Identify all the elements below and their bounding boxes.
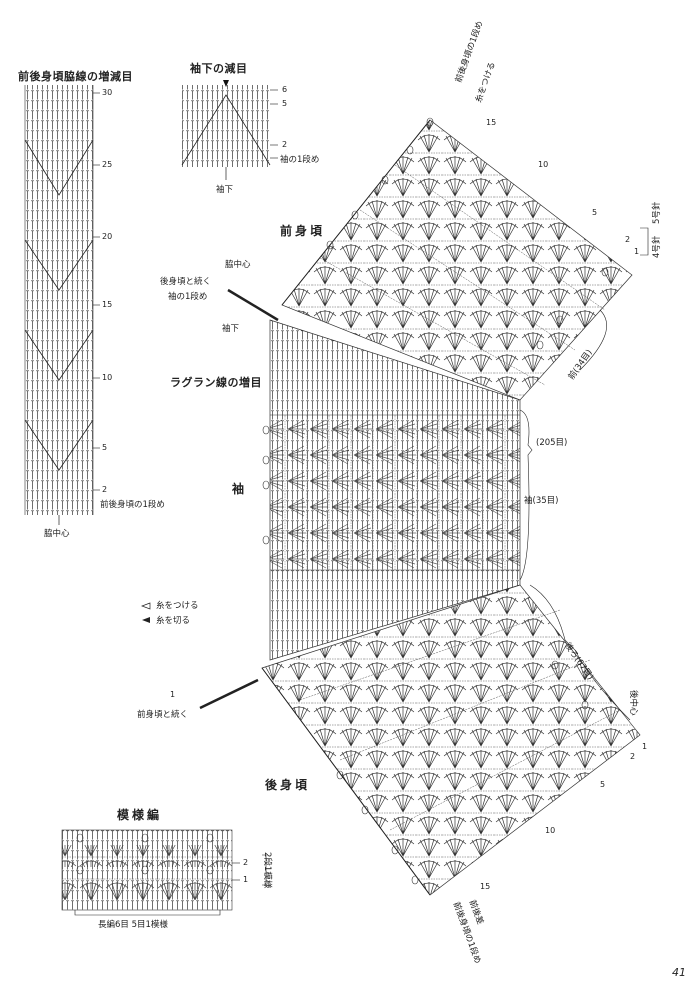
front-sleeve-row1-label: 袖の1段め [168,292,208,302]
back-row-1: 1 [170,690,176,699]
back-center-label: 後中心 [628,690,638,716]
side-row-marker: 20 [102,232,113,241]
sleeve-under-row-marker: 6 [282,85,288,94]
back-row-15: 15 [480,882,491,891]
sleeve-chart [262,319,533,661]
side-shaping-chart [24,85,100,525]
sleeve-under-bottom-note: 袖の1段め [280,155,320,165]
front-row-1: 1 [634,247,640,256]
back-body-chart [199,584,641,896]
side-row-marker: 5 [102,443,108,452]
front-under-sleeve-label: 袖下 [222,324,240,334]
back-body-title: 後身頃 [265,778,311,792]
needle-label-1: 5号針 [652,201,662,224]
front-side-center-label: 脇中心 [225,260,251,270]
side-row-marker: 25 [102,160,113,169]
sleeve-under-center-label: 袖下 [216,185,234,195]
sleeve-count-35: 袖(35目) [524,496,559,506]
sleeve-count-205: (205目) [536,438,568,448]
side-row-marker: 10 [102,373,113,382]
side-row-marker: 30 [102,88,113,97]
front-body-chart [227,117,633,401]
side-row-marker: 2 [102,485,108,494]
legend-attach-label: 糸をつける [156,601,199,611]
legend-symbols [141,602,151,623]
raglan-title: ラグラン線の増目 [170,376,262,389]
front-continue-back-label: 後身頃と続く [160,277,212,287]
side-row-marker: 15 [102,300,113,309]
sleeve-under-chart [181,80,278,180]
pattern-chart [61,829,267,916]
back-row-1b: 1 [642,742,648,751]
side-bottom-note: 前後身頃の1段め [100,500,165,510]
back-row-2: 2 [630,752,636,761]
pattern-title: 模様編 [117,808,163,822]
side-center-label: 脇中心 [44,529,70,539]
sleeve-under-row-marker: 5 [282,99,288,108]
back-row-10: 10 [545,826,556,835]
front-row-15: 15 [486,118,497,127]
front-row-5: 5 [592,208,598,217]
pattern-row-2: 2 [243,858,249,867]
sleeve-under-title: 袖下の減目 [190,62,248,75]
front-row-10: 10 [538,160,549,169]
front-row-2: 2 [625,235,631,244]
sleeve-title: 袖 [232,482,248,496]
legend-cut-label: 糸を切る [156,616,191,626]
sleeve-under-row-marker: 2 [282,140,288,149]
pattern-repeat-label: 2段1模様 [262,852,272,889]
back-continue-front-label: 前身頃と続く [137,710,189,720]
needle-label-2: 4号針 [652,235,662,258]
back-row-5: 5 [600,780,606,789]
front-body-title: 前身頃 [280,224,326,238]
pattern-row-1: 1 [243,875,249,884]
page-number: 41 [672,966,686,979]
side-shaping-title: 前後身頃脇線の増減目 [18,70,133,83]
pattern-bottom-label: 長編6目 5目1模様 [98,920,168,930]
